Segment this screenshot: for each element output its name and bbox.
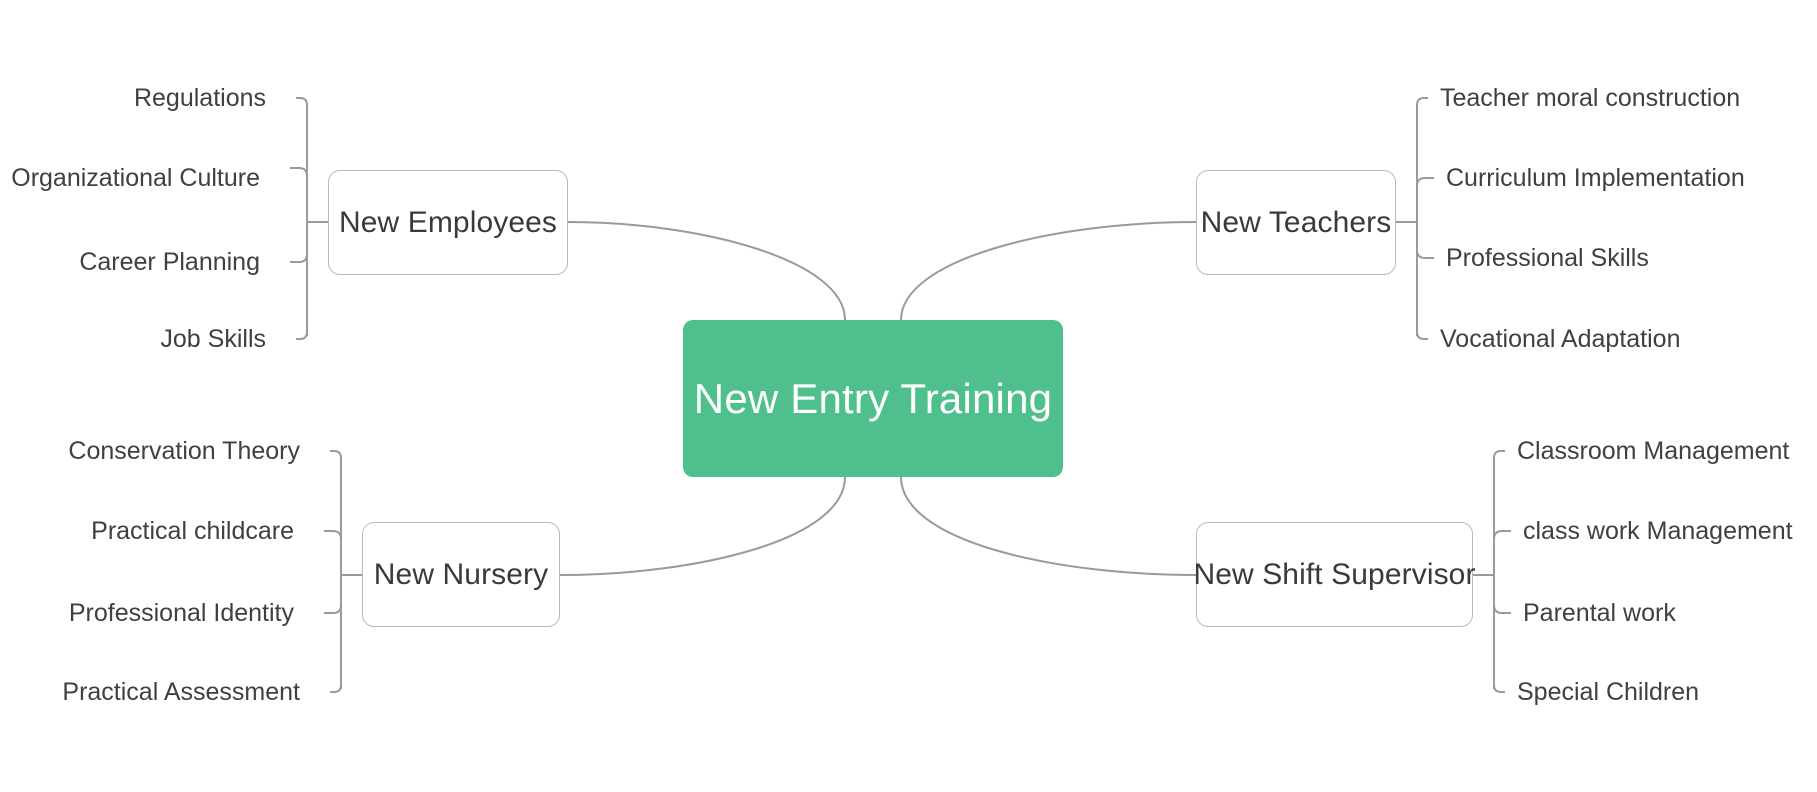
leaf-node-label: Parental work xyxy=(1523,599,1676,627)
connector-leaf-special-children xyxy=(1493,678,1505,693)
branch-node-new-shift-supervisor[interactable]: New Shift Supervisor xyxy=(1193,522,1476,627)
leaf-node-organizational-culture[interactable]: Organizational Culture xyxy=(11,166,260,191)
leaf-node-special-children[interactable]: Special Children xyxy=(1517,680,1699,705)
leaf-node-label: Regulations xyxy=(133,84,266,112)
connector-leaf-regulations xyxy=(296,97,308,112)
connector-leaf-vocational-adaptation xyxy=(1416,325,1428,340)
leaf-node-job-skills[interactable]: Job Skills xyxy=(160,327,266,352)
connector-center-to-new-employees xyxy=(567,221,846,321)
connector-center-to-new-shift-supervisor xyxy=(900,476,1197,576)
leaf-node-teacher-moral-construction[interactable]: Teacher moral construction xyxy=(1440,86,1740,111)
branch-node-new-employees[interactable]: New Employees xyxy=(328,170,568,275)
leaf-node-label: Professional Skills xyxy=(1446,244,1649,272)
connector-leaf-classroom-management xyxy=(1493,450,1505,465)
connector-leaf-teacher-moral-construction xyxy=(1416,97,1428,112)
connector-leaf-parental-work xyxy=(1493,597,1511,614)
connector-center-to-new-nursery xyxy=(559,476,846,576)
branch-node-label: New Nursery xyxy=(373,557,549,591)
branch-node-label: New Shift Supervisor xyxy=(1193,557,1476,591)
leaf-node-conservation-theory[interactable]: Conservation Theory xyxy=(68,439,300,464)
leaf-node-professional-identity[interactable]: Professional Identity xyxy=(69,601,294,626)
leaf-node-career-planning[interactable]: Career Planning xyxy=(79,250,260,275)
branch-node-new-teachers[interactable]: New Teachers xyxy=(1196,170,1396,275)
leaf-node-curriculum-implementation[interactable]: Curriculum Implementation xyxy=(1446,166,1745,191)
leaf-node-label: Conservation Theory xyxy=(68,437,300,465)
leaf-node-label: Career Planning xyxy=(79,248,260,276)
leaf-node-label: Classroom Management xyxy=(1517,437,1790,465)
leaf-node-classroom-management[interactable]: Classroom Management xyxy=(1517,439,1789,464)
connector-leaf-career-planning xyxy=(290,246,308,263)
branch-node-new-nursery[interactable]: New Nursery xyxy=(362,522,560,627)
leaf-node-practical-childcare[interactable]: Practical childcare xyxy=(91,519,294,544)
leaf-node-parental-work[interactable]: Parental work xyxy=(1523,601,1676,626)
leaf-node-label: class work Management xyxy=(1523,517,1793,545)
leaf-node-label: Special Children xyxy=(1517,678,1700,706)
leaf-node-vocational-adaptation[interactable]: Vocational Adaptation xyxy=(1440,327,1680,352)
branch-node-label: New Teachers xyxy=(1200,205,1392,239)
leaf-node-professional-skills[interactable]: Professional Skills xyxy=(1446,246,1649,271)
connector-leaf-practical-assessment xyxy=(330,678,342,693)
connector-leaf-curriculum-implementation xyxy=(1416,177,1434,194)
leaf-node-practical-assessment[interactable]: Practical Assessment xyxy=(62,680,300,705)
leaf-node-label: Vocational Adaptation xyxy=(1440,325,1681,353)
branch-node-label: New Employees xyxy=(338,205,558,239)
connector-leaf-professional-identity xyxy=(324,597,342,614)
leaf-node-label: Professional Identity xyxy=(68,599,294,627)
leaf-node-label: Teacher moral construction xyxy=(1440,84,1741,112)
leaf-node-label: Job Skills xyxy=(160,325,266,353)
center-node-new-entry-training[interactable]: New Entry Training xyxy=(683,320,1063,477)
connector-center-to-new-teachers xyxy=(900,221,1197,321)
leaf-node-class-work-management[interactable]: class work Management xyxy=(1523,519,1793,544)
connector-leaf-organizational-culture xyxy=(290,167,308,184)
connector-leaf-job-skills xyxy=(296,325,308,340)
leaf-node-label: Practical childcare xyxy=(91,517,294,545)
leaf-node-label: Practical Assessment xyxy=(62,678,300,706)
connector-leaf-conservation-theory xyxy=(330,450,342,465)
leaf-node-label: Curriculum Implementation xyxy=(1446,164,1745,192)
center-node-label: New Entry Training xyxy=(693,374,1053,422)
leaf-node-label: Organizational Culture xyxy=(11,164,260,192)
connector-leaf-class-work-management xyxy=(1493,530,1511,547)
connector-leaf-professional-skills xyxy=(1416,242,1434,259)
connector-leaf-practical-childcare xyxy=(324,530,342,547)
leaf-node-regulations[interactable]: Regulations xyxy=(134,86,266,111)
